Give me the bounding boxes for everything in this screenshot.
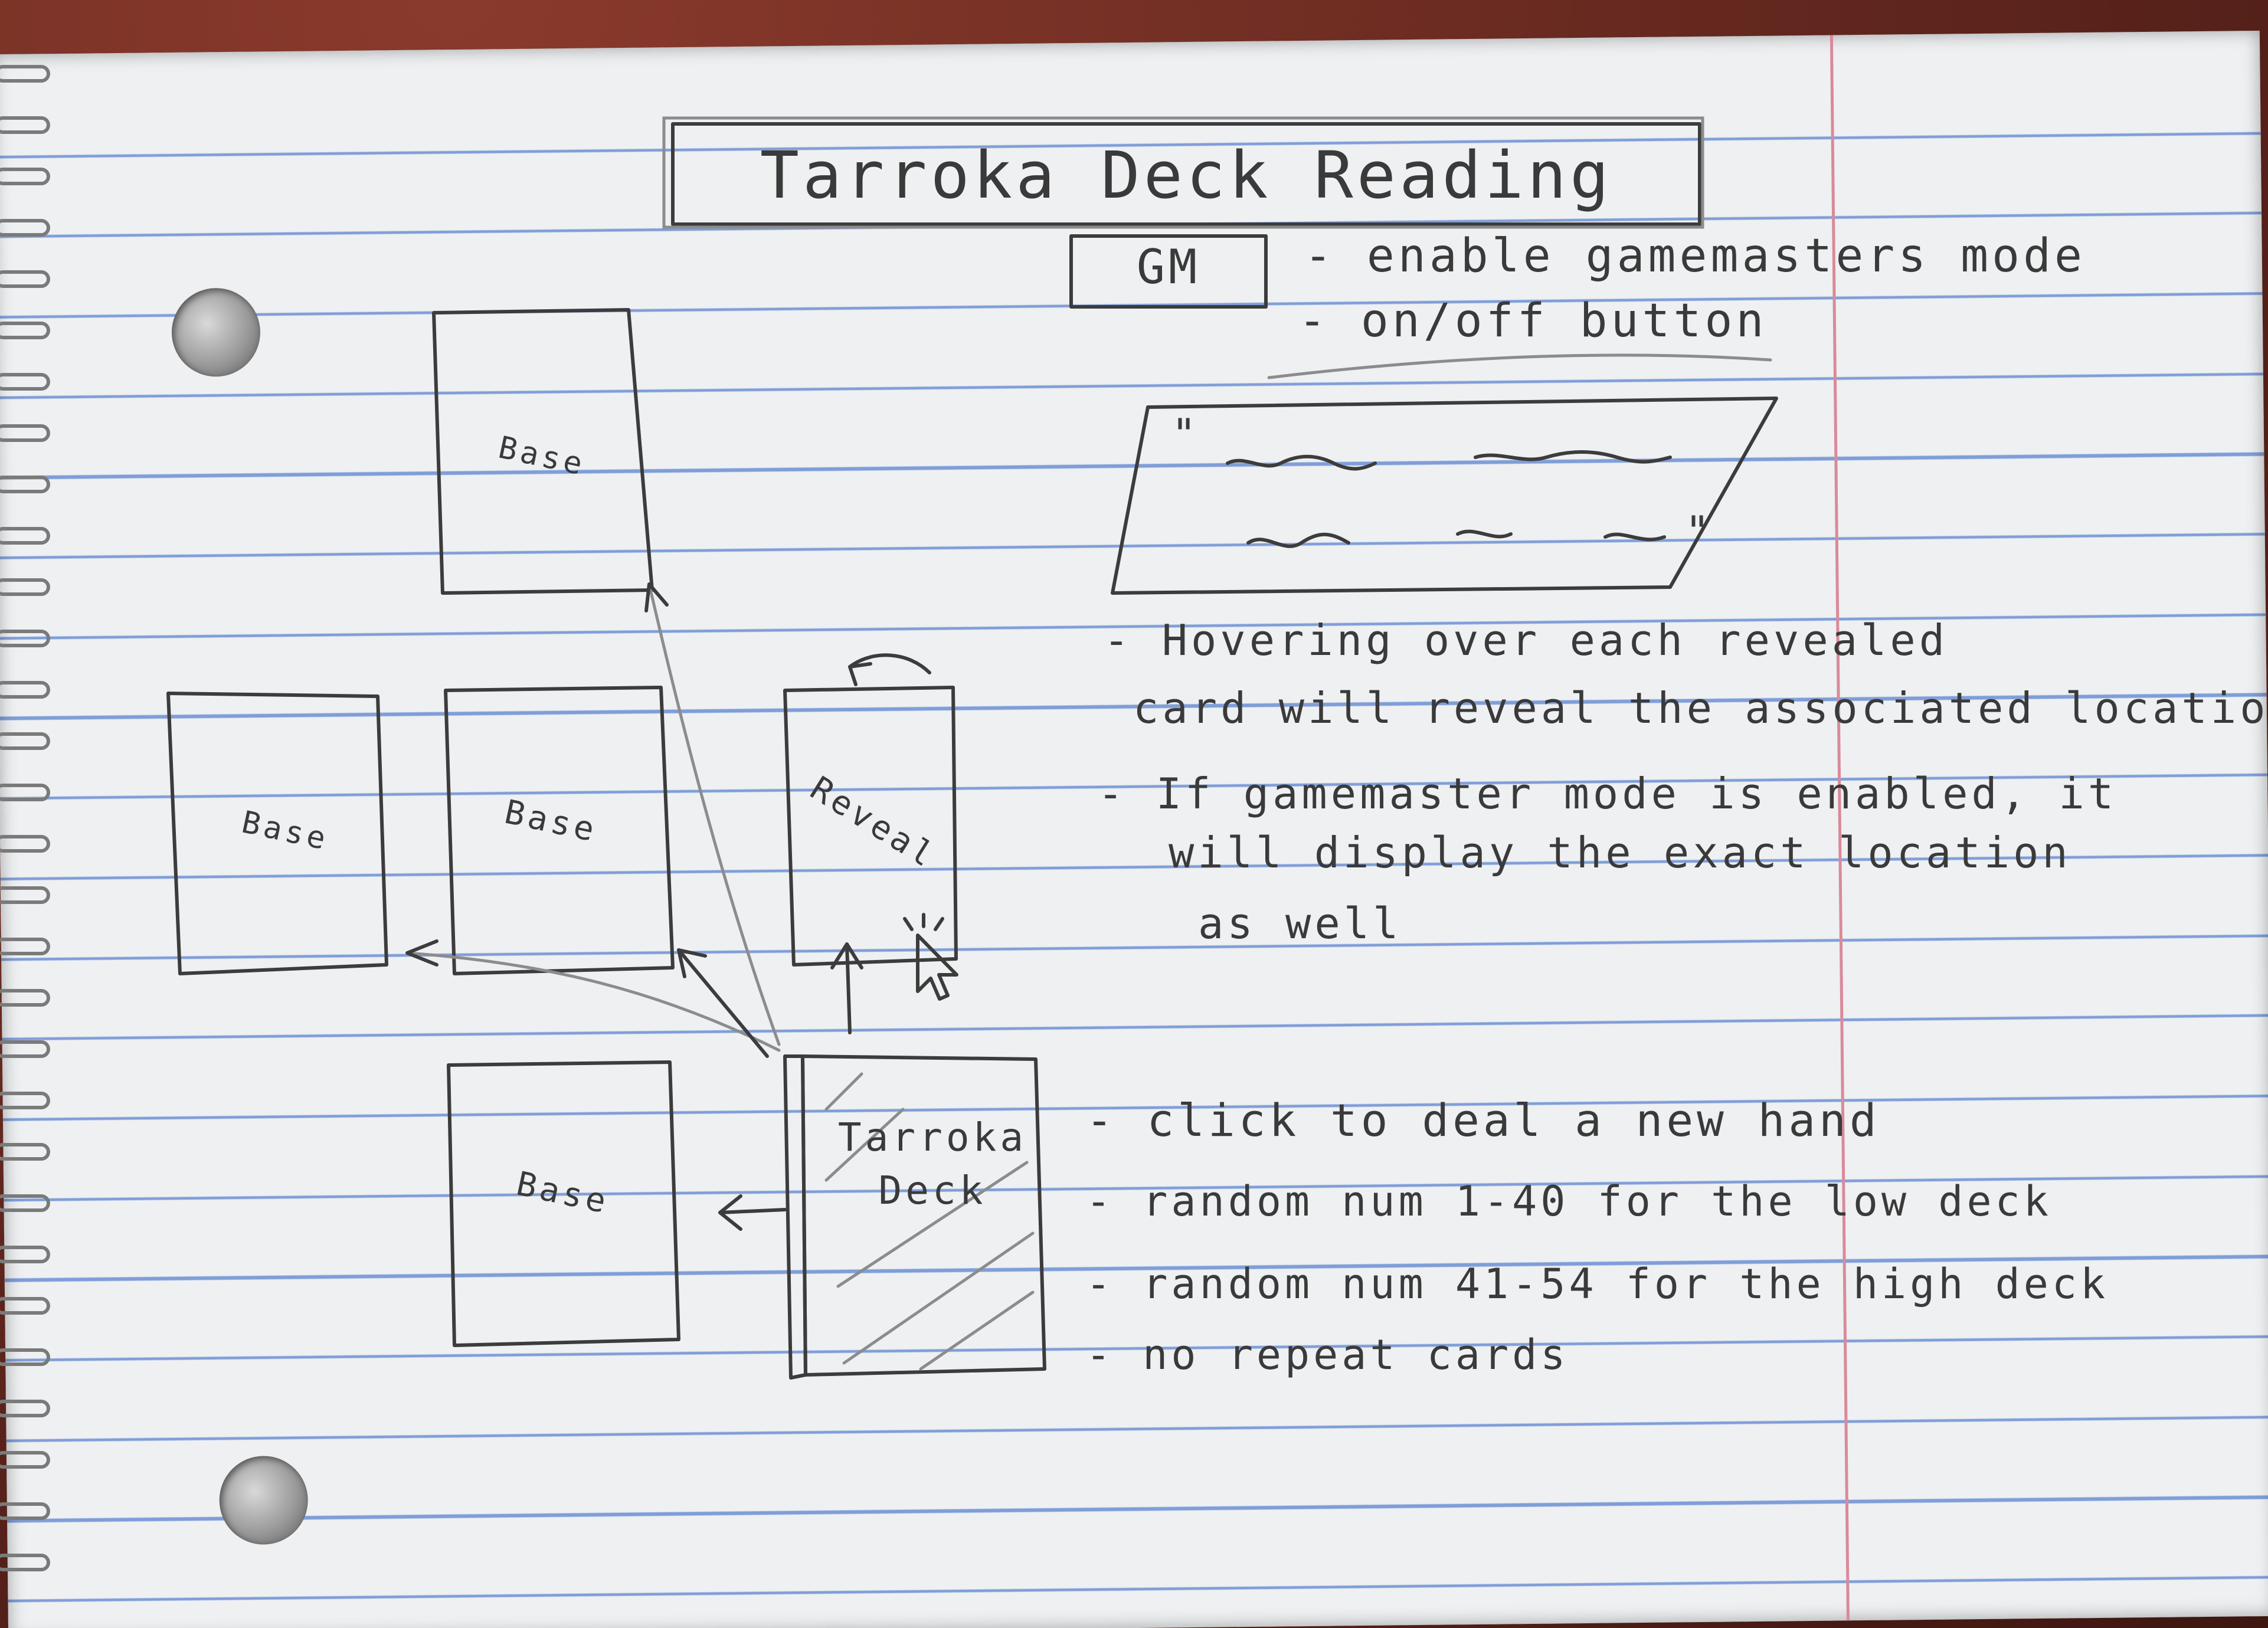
spiral-coil [0,784,50,801]
spiral-coil [0,270,50,288]
deck-note-1: - click to deal a new hand [1086,1094,1880,1147]
deck-note-3: - random num 41-54 for the high deck [1086,1260,2109,1308]
location-tooltip-box: " " [1111,397,1778,595]
spiral-coil [0,886,50,904]
cursor-pointer-icon [916,933,958,1001]
flip-arrow-head [848,662,872,686]
spiral-coil [0,1451,50,1469]
arrow-to-bottom-card [718,1208,787,1214]
reveal-note-4: will display the exact location [1169,828,2071,877]
card-slot-center[interactable]: Base [444,686,675,975]
spiral-coil [0,989,50,1007]
deck-label-line2: Deck [879,1168,987,1213]
card-slot-top[interactable]: Base [432,308,654,595]
tooltip-text-squiggle-5 [1603,532,1666,542]
tarroka-deck-button[interactable]: Tarroka Deck [783,1054,1046,1380]
spiral-coil [0,373,50,391]
spiral-coil [0,1040,50,1058]
flip-arrow-icon [848,653,931,674]
page-title: Tarroka Deck Reading [760,137,1613,213]
tooltip-quote-open: " [1171,410,1200,458]
reveal-note-3: - If gamemaster mode is enabled, it [1098,769,2117,818]
arrow-to-top-card [647,582,781,1046]
card-reveal-label: Reveal [804,769,944,876]
spiral-coil [0,424,50,442]
card-center-label: Base [501,793,601,850]
deck-note-4: - no repeat cards [1086,1331,1569,1379]
card-slot-left[interactable]: Base [166,692,388,975]
spiral-coil [0,116,50,134]
arrow-to-top-head [644,582,669,612]
spiral-coil [0,938,50,955]
reveal-note-2: card will reveal the associated location [1133,683,2268,733]
spiral-coil [0,476,50,493]
spiral-coil [0,527,50,545]
arrow-to-center-head [677,948,707,978]
tooltip-text-squiggle-3 [1246,532,1350,548]
spiral-coil [0,1554,50,1571]
spiral-coil [0,219,50,237]
card-slot-reveal[interactable]: Reveal [783,653,958,1001]
arrow-to-reveal-head [830,942,863,969]
spiral-coil [0,1297,50,1315]
gm-toggle-button[interactable]: GM [1069,234,1268,309]
card-left-label: Base [238,805,332,858]
spiral-coil [0,681,50,699]
spiral-coil [0,1348,50,1366]
gm-button-label: GM [1137,240,1200,294]
reveal-note-5: as well [1198,899,1402,948]
spiral-coil [0,630,50,647]
spiral-coil [0,578,50,596]
arrow-to-reveal-card [845,942,852,1034]
spiral-coil [0,1092,50,1109]
card-bottom-label: Base [513,1165,613,1222]
tooltip-text-squiggle-4 [1456,529,1513,539]
deal-arrows [405,582,863,1231]
spiral-coil [0,1502,50,1520]
cursor-click-marks [903,913,944,931]
arrow-to-bottom-head [718,1194,742,1231]
spiral-coil [0,1143,50,1161]
arrow-to-left-head [405,939,438,967]
spiral-coil [0,1400,50,1417]
deck-note-2: - random num 1-40 for the low deck [1086,1177,2052,1226]
gm-note-2: - on/off button [1298,294,1767,348]
tooltip-quote-close: " [1685,507,1713,556]
card-top-label: Base [495,430,588,483]
spiral-coil [0,65,50,83]
spiral-coil [0,322,50,339]
title-box: Tarroka Deck Reading [662,116,1704,229]
gm-note-1: - enable gamemasters mode [1304,230,2086,283]
spiral-coil [0,1194,50,1212]
spiral-coil [0,732,50,750]
deck-label-line1: Tarroka [838,1115,1027,1160]
tooltip-text-squiggle-1 [1226,454,1377,471]
card-slot-bottom[interactable]: Base [447,1060,680,1347]
spiral-coil [0,1246,50,1263]
spiral-coil [0,835,50,853]
gm-underline-squiggle [1267,353,1772,379]
tooltip-text-squiggle-2 [1474,450,1672,464]
arrow-to-left-card [405,951,781,1052]
reveal-note-1: - Hovering over each revealed [1104,615,1948,665]
arrow-to-center-card [677,948,769,1058]
spiral-coil [0,168,50,185]
